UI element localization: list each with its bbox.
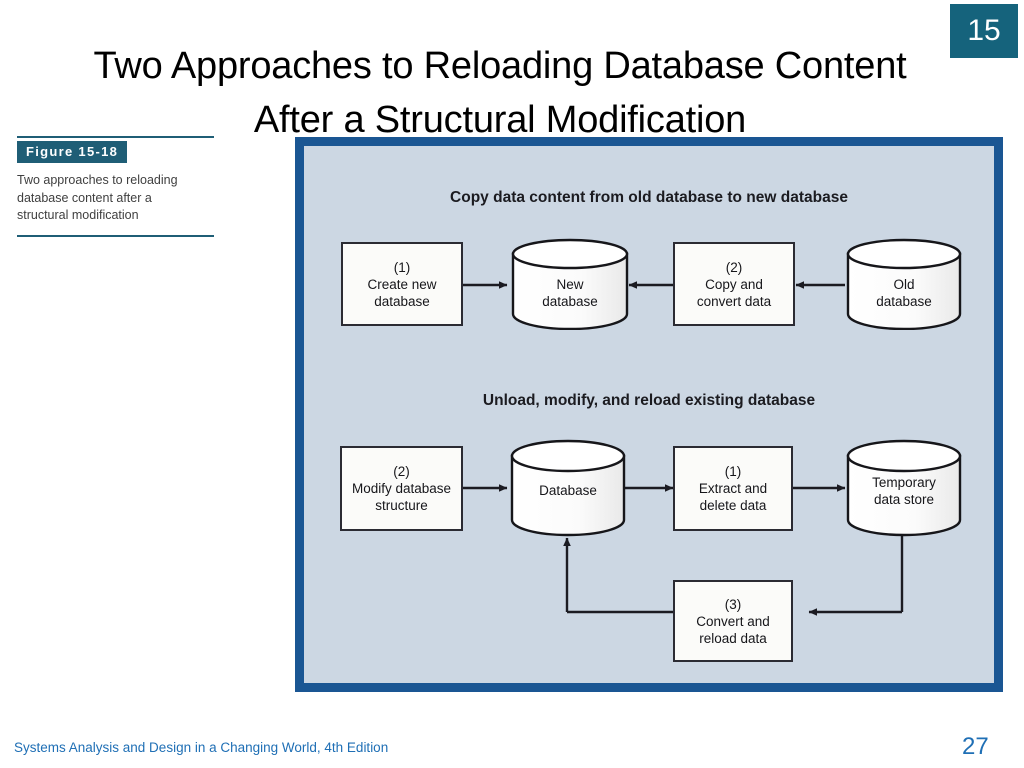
node-label-line1: Temporary	[872, 475, 936, 490]
node-label-line1: Convert and	[696, 613, 770, 629]
node-step-number: (3)	[724, 596, 742, 612]
section-heading-unload-modify-reload: Unload, modify, and reload existing data…	[482, 392, 816, 409]
cylinder-shape	[511, 238, 629, 330]
figure-caption-text: Two approaches to reloading database con…	[17, 173, 178, 222]
node-label-line2: reload data	[699, 630, 767, 646]
node-label-line2: database	[542, 294, 598, 309]
node-label-line2: data store	[873, 492, 935, 507]
node-label-line1: Extract and	[698, 481, 768, 496]
node-step-number: (1)	[393, 259, 411, 275]
node-label-line2: structure	[375, 498, 428, 513]
figure-panel: Copy data content from old database to n…	[304, 146, 994, 683]
footer-page-number: 27	[962, 733, 989, 760]
figure-number-label: Figure 15-18	[17, 141, 128, 163]
node-label-line2: database	[374, 293, 430, 309]
node-database[interactable]: Database	[509, 439, 627, 537]
node-label-line1: Copy and	[705, 276, 763, 292]
node-label-line1: Create new	[367, 276, 437, 292]
node-label-line1: Old	[893, 277, 915, 292]
slide-title: Two Approaches to Reloading Database Con…	[93, 45, 907, 142]
figure-caption-block: Figure 15-18 Two approaches to reloading…	[17, 136, 214, 237]
node-label-line2: convert data	[696, 293, 772, 309]
node-label-line1: Database	[539, 483, 597, 498]
node-extract-and-delete-data[interactable]: (1) Extract and delete data	[673, 446, 793, 531]
node-copy-and-convert-data[interactable]: (2) Copy and convert data	[673, 242, 795, 326]
caption-rule-top	[17, 136, 214, 138]
node-step-number: (2)	[393, 464, 410, 479]
section-heading-copy-data: Copy data content from old database to n…	[450, 189, 848, 206]
cylinder-shape	[510, 439, 626, 537]
figure-frame: Copy data content from old database to n…	[295, 137, 1003, 692]
node-modify-database-structure[interactable]: (2) Modify database structure	[340, 446, 463, 531]
node-new-database[interactable]: New database	[510, 238, 630, 330]
node-convert-and-reload-data[interactable]: (3) Convert and reload data	[673, 580, 793, 662]
node-step-number: (1)	[724, 464, 742, 479]
node-create-new-database[interactable]: (1) Create new database	[341, 242, 463, 326]
cylinder-shape	[846, 439, 962, 537]
diagram-connectors	[462, 281, 904, 616]
node-old-database[interactable]: Old database	[845, 238, 963, 330]
chapter-number-badge: 15	[950, 4, 1018, 58]
caption-rule-bottom	[17, 234, 214, 237]
node-label-line2: database	[876, 294, 932, 309]
node-step-number: (2)	[725, 259, 743, 275]
node-label-line2: delete data	[699, 498, 767, 513]
node-label-line1: New	[556, 277, 584, 292]
cylinder-shape	[846, 238, 962, 330]
node-temporary-data-store[interactable]: Temporary data store	[845, 439, 963, 537]
node-label-line1: Modify database	[351, 481, 452, 496]
footer-book-title: Systems Analysis and Design in a Changin…	[14, 740, 389, 755]
